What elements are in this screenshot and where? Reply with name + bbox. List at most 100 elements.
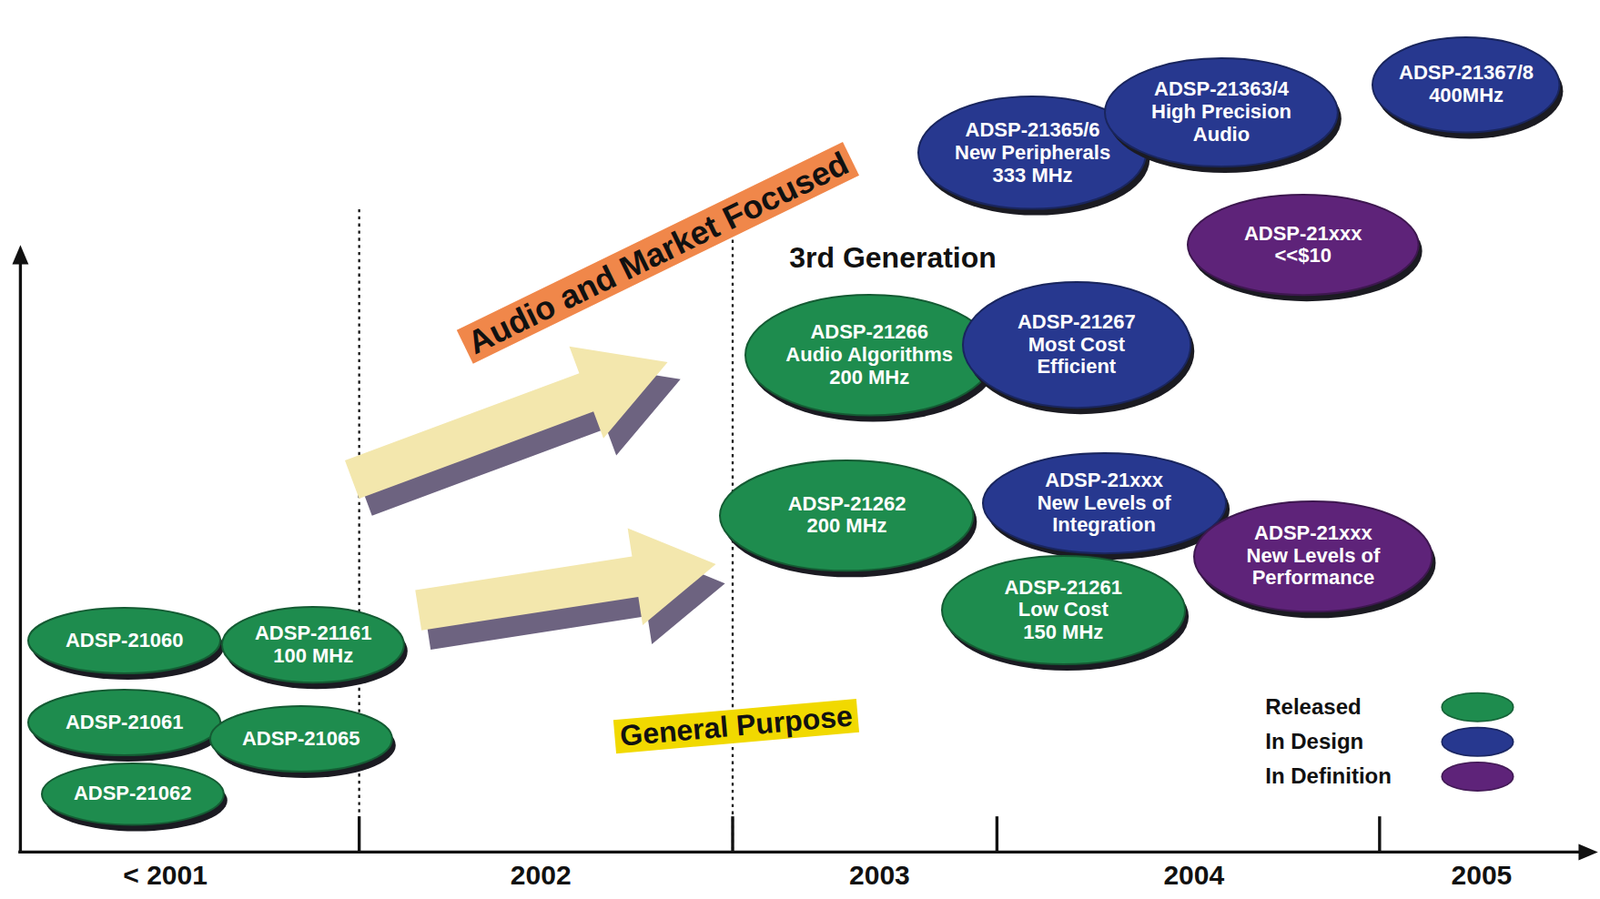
axis-tick (995, 816, 999, 852)
label-line: ADSP-21367/8 (1398, 61, 1534, 85)
label-line: ADSP-21161 (254, 622, 372, 646)
oval-fill (1104, 58, 1338, 167)
year-label: < 2001 (122, 860, 208, 892)
label-line: 200 MHz (829, 366, 910, 390)
product-label: ADSP-21xxx New Levels of Integration (1037, 469, 1172, 537)
oval-fill (28, 689, 221, 756)
legend-label: In Design (1265, 729, 1364, 755)
oval-fill (982, 453, 1226, 554)
label-line: 100 MHz (273, 645, 354, 669)
oval-fill (210, 706, 393, 772)
axis-tick (357, 816, 361, 852)
generation-label: 3rd Generation (789, 240, 997, 274)
label-line: Low Cost (1018, 598, 1109, 622)
band-shadow (65, 0, 1600, 775)
axis-tick (730, 816, 734, 852)
product-oval: ADSP-21267 Most Cost Efficient (962, 281, 1192, 409)
product-oval: ADSP-21xxx New Levels of Performance (1193, 500, 1433, 613)
product-label: ADSP-21061 (65, 711, 184, 735)
oval-fill (1372, 37, 1560, 133)
label-line: ADSP-21xxx (1044, 469, 1164, 493)
label-line: ADSP-21xxx (1254, 522, 1373, 546)
product-oval: ADSP-21061 (27, 688, 222, 757)
label-line: High Precision (1151, 101, 1292, 124)
label-line: ADSP-21261 (1003, 577, 1123, 600)
axis-arrowhead (11, 244, 29, 264)
label-line: Audio Algorithms (785, 344, 953, 367)
legend-label: Released (1265, 694, 1361, 720)
oval-fill (28, 607, 221, 674)
legend-swatch (1441, 728, 1513, 757)
product-label: ADSP-21xxx New Levels of Performance (1246, 522, 1381, 590)
product-label: ADSP-21363/4 High Precision Audio (1151, 78, 1292, 146)
product-label: ADSP-21266 Audio Algorithms 200 MHz (785, 321, 953, 389)
label-line: 150 MHz (1022, 621, 1104, 645)
product-oval: ADSP-21262 200 MHz (718, 459, 974, 572)
label-line: ADSP-21365/6 (965, 119, 1101, 142)
year-label: 2005 (1451, 860, 1513, 892)
product-label: ADSP-21161 100 MHz (254, 622, 372, 668)
product-oval: ADSP-21060 (27, 607, 222, 675)
x-axis (18, 850, 1582, 854)
label-line: ADSP-21060 (65, 629, 184, 653)
legend-swatch (1441, 762, 1513, 791)
product-oval: ADSP-21xxx <<$10 (1186, 193, 1420, 296)
oval-fill (1194, 501, 1432, 612)
product-label: ADSP-21261 Low Cost 150 MHz (1003, 577, 1123, 645)
year-label: 2004 (1163, 860, 1225, 892)
product-oval: ADSP-21161 100 MHz (221, 606, 406, 684)
label-line: ADSP-21262 (788, 493, 907, 517)
legend-label: In Definition (1265, 764, 1392, 790)
label-line: New Levels of (1037, 492, 1172, 516)
label-line: Efficient (1036, 355, 1116, 379)
product-oval: ADSP-21062 (40, 762, 225, 827)
label-line: ADSP-21061 (65, 711, 184, 735)
product-label: ADSP-21065 (242, 728, 361, 751)
label-line: New Peripherals (954, 141, 1111, 165)
label-line: Audio (1193, 123, 1250, 147)
product-oval: ADSP-21363/4 High Precision Audio (1103, 57, 1339, 168)
band-fill (63, 0, 1600, 770)
label-line: 333 MHz (992, 164, 1074, 188)
label-line: Most Cost (1028, 334, 1125, 357)
oval-fill (941, 556, 1185, 665)
product-oval: ADSP-21xxx New Levels of Integration (982, 452, 1227, 555)
axis-arrowhead (1578, 843, 1598, 861)
product-label: ADSP-21262 200 MHz (788, 493, 907, 538)
product-label: ADSP-21060 (65, 629, 184, 653)
year-label: 2002 (510, 860, 572, 892)
arrow-face (334, 316, 685, 527)
label-line: ADSP-21266 (810, 321, 929, 345)
arrow-face (410, 516, 723, 659)
oval-fill (719, 460, 973, 571)
year-label: 2003 (849, 860, 911, 892)
y-axis (19, 260, 22, 854)
label-line: ADSP-21267 (1017, 311, 1136, 335)
axis-tick (1377, 816, 1381, 852)
product-oval: ADSP-21266 Audio Algorithms 200 MHz (744, 293, 995, 417)
progress-arrow (334, 313, 698, 545)
product-label: ADSP-21xxx <<$10 (1244, 222, 1363, 268)
label-line: ADSP-21065 (242, 728, 361, 751)
label-line: ADSP-21xxx (1244, 222, 1363, 246)
label-line: <<$10 (1275, 244, 1332, 268)
product-oval: ADSP-21367/8 400MHz (1371, 36, 1560, 134)
product-label: ADSP-21367/8 400MHz (1398, 61, 1534, 107)
label-line: 400MHz (1428, 84, 1504, 108)
band-shadow (8, 411, 1455, 899)
product-label: ADSP-21062 (73, 782, 193, 806)
product-oval: ADSP-21261 Low Cost 150 MHz (941, 555, 1186, 666)
oval-fill (41, 763, 224, 826)
label-line: Integration (1052, 514, 1156, 537)
progress-arrow (410, 515, 732, 679)
label-line: New Levels of (1246, 545, 1381, 568)
product-label: ADSP-21267 Most Cost Efficient (1017, 311, 1136, 379)
product-label: ADSP-21365/6 New Peripherals 333 MHz (954, 119, 1111, 187)
oval-fill (745, 294, 994, 416)
label-line: ADSP-21363/4 (1154, 78, 1289, 102)
label-line: 200 MHz (807, 515, 888, 538)
oval-fill (1187, 194, 1419, 295)
band-label: General Purpose (613, 698, 860, 754)
legend-swatch (1441, 692, 1513, 721)
